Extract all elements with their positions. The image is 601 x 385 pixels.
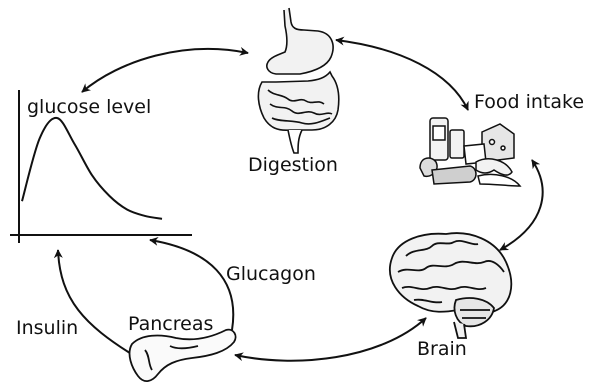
label-insulin: Insulin xyxy=(16,319,78,338)
arrow-digestion-to-food xyxy=(336,40,468,110)
label-glucagon: Glucagon xyxy=(226,265,316,284)
label-brain: Brain xyxy=(417,340,467,359)
label-glucose-level: glucose level xyxy=(27,98,151,117)
label-digestion: Digestion xyxy=(248,156,338,175)
pancreas-icon xyxy=(130,330,236,381)
arrow-insulin xyxy=(58,250,133,355)
glucose-curve xyxy=(22,118,162,219)
arrow-brain-to-pancreas xyxy=(235,318,426,361)
food-icon xyxy=(420,118,520,186)
label-pancreas: Pancreas xyxy=(128,315,213,334)
digestive-system-icon xyxy=(258,8,338,153)
brain-icon xyxy=(390,233,511,338)
label-food-intake: Food intake xyxy=(474,93,584,112)
arrow-digestion-to-glucose xyxy=(82,49,248,92)
